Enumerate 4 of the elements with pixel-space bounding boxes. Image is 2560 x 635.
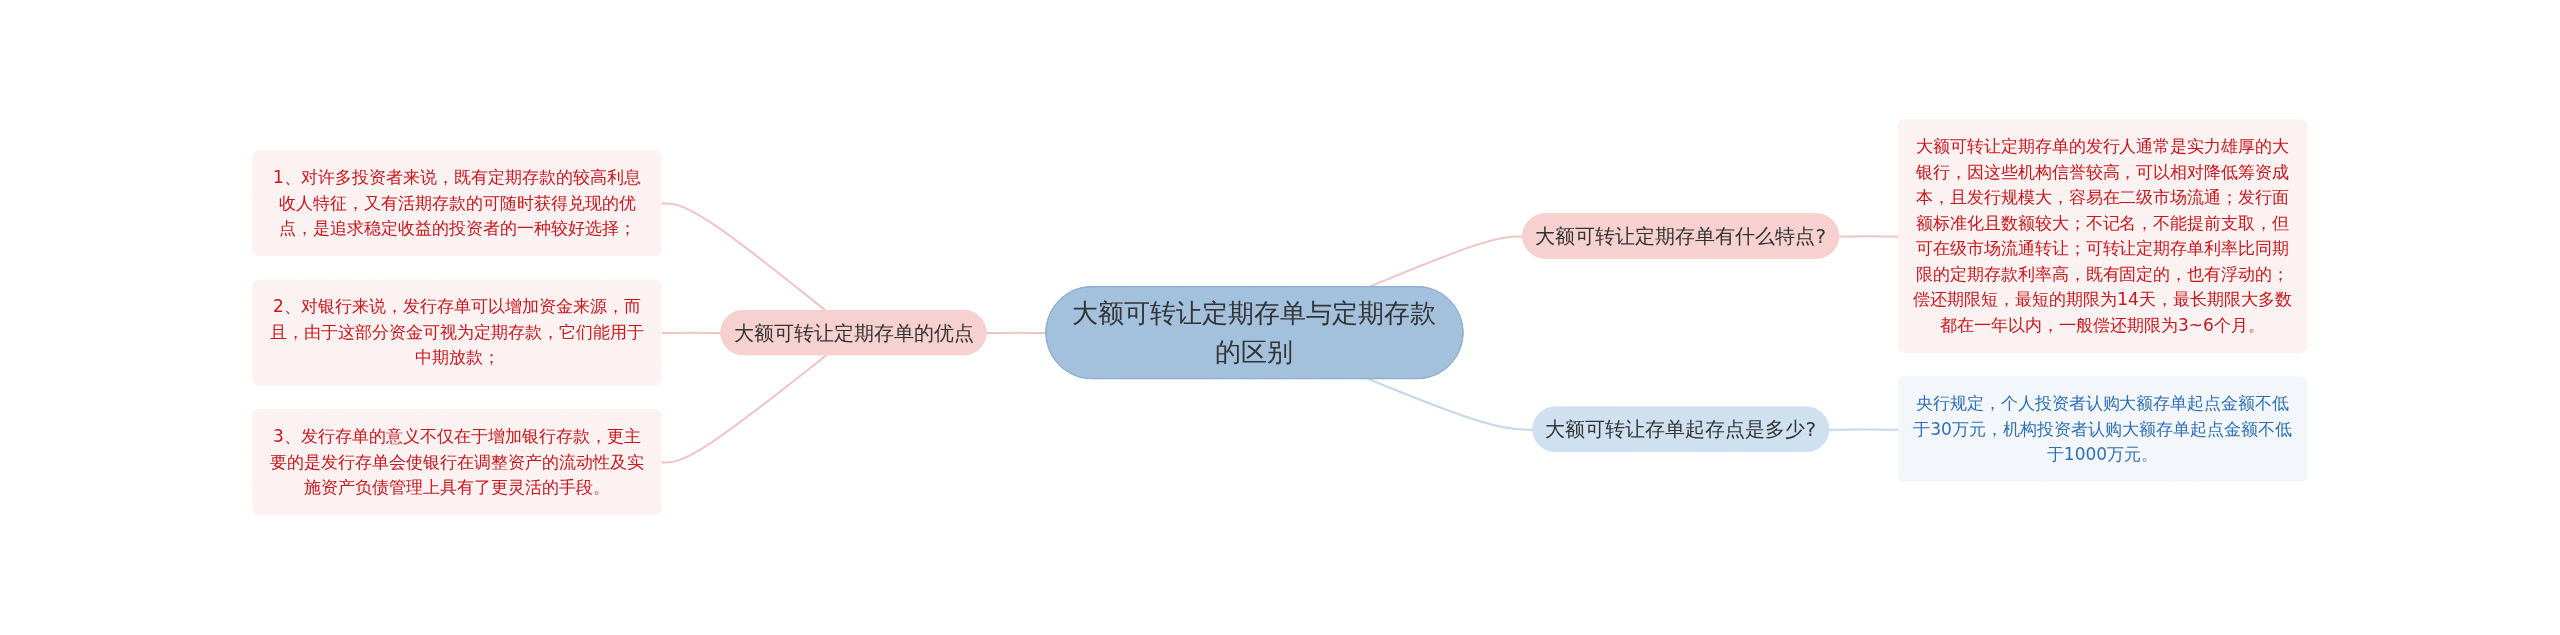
connector [985, 332, 1048, 335]
connector [660, 332, 723, 335]
connector [660, 354, 828, 464]
connector [1367, 378, 1535, 432]
